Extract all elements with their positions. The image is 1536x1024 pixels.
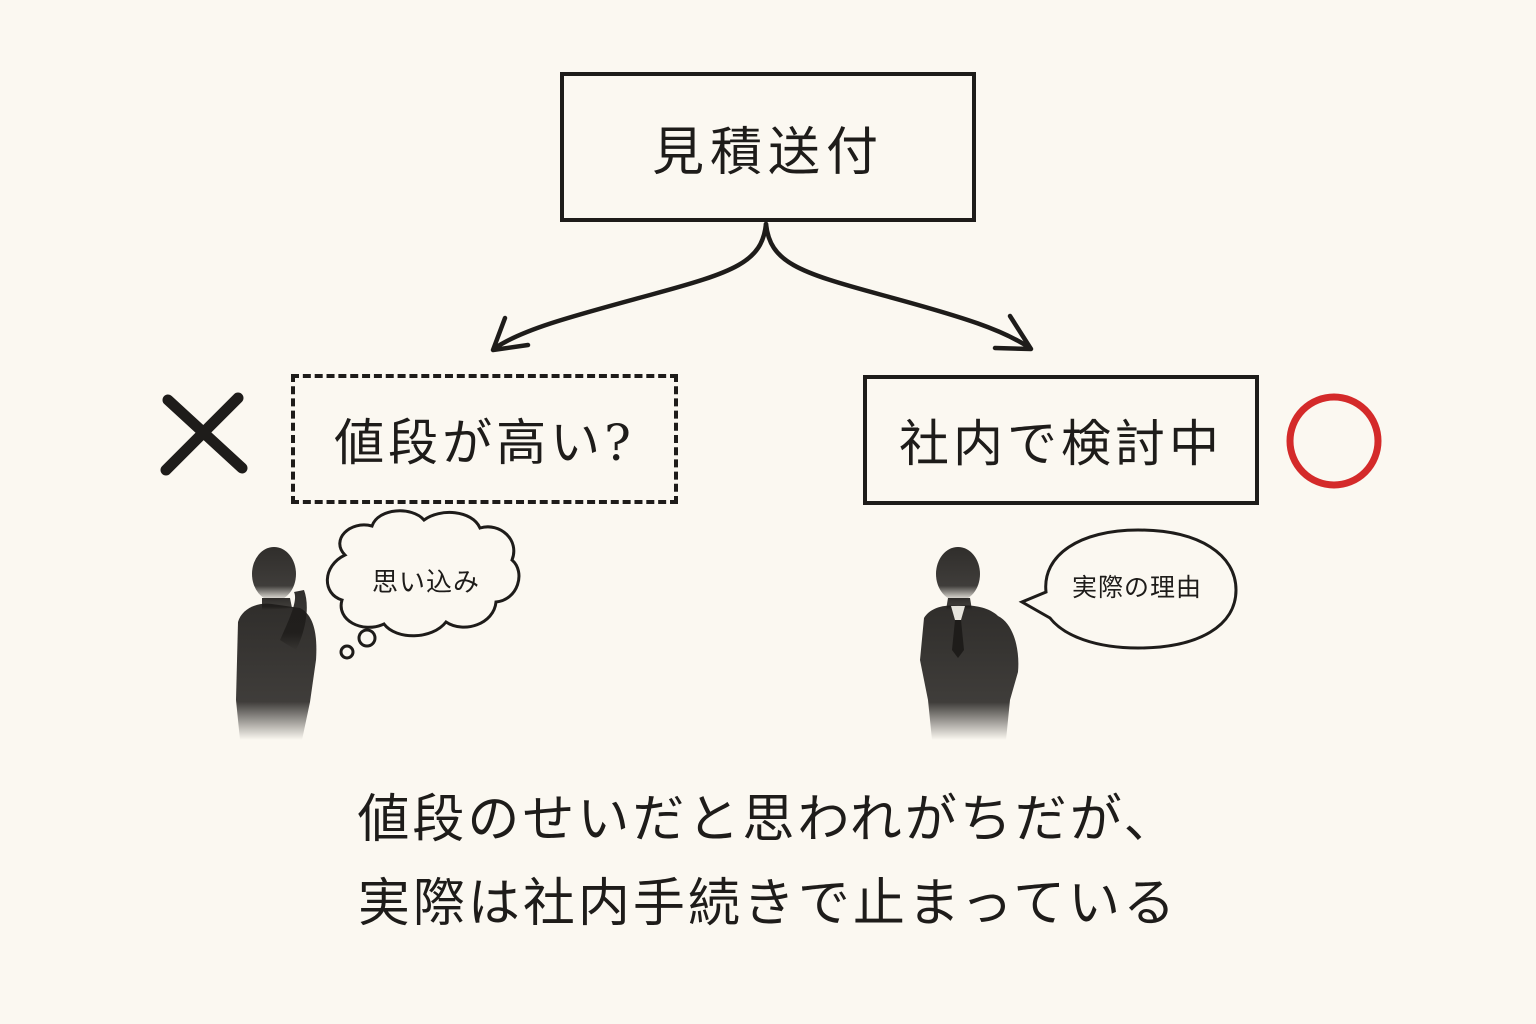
arrow-right-line (763, 221, 1033, 351)
actual-reason-box: 社内で検討中 (863, 375, 1259, 505)
arrow-left-line (492, 221, 769, 351)
confident-person-icon (920, 547, 1019, 740)
speech-bubble (1018, 528, 1238, 650)
caption-line-2: 実際は社内手続きで止まっている (357, 874, 1179, 934)
branch-arrows (490, 221, 1034, 353)
quote-sent-label: 見積送付 (651, 122, 884, 183)
thought-bubble (325, 509, 521, 660)
quote-sent-box: 見積送付 (560, 72, 976, 222)
thinking-person-icon (236, 547, 317, 740)
caption-line-1: 値段のせいだと思われがちだが、 (357, 790, 1179, 850)
assumption-label: 値段が高い? (334, 414, 635, 472)
tie-knot (952, 620, 964, 658)
x-mark-icon (160, 392, 248, 476)
actual-reason-label: 社内で検討中 (899, 415, 1223, 473)
tie-icon (951, 606, 965, 620)
arrow-left-head (490, 315, 531, 353)
assumption-box: 値段が高い? (291, 374, 678, 504)
thought-bubble-text: 思い込み (371, 568, 480, 598)
circle-mark-icon (1286, 393, 1382, 489)
caption: 値段のせいだと思われがちだが、 実際は社内手続きで止まっている (240, 778, 1296, 946)
arrow-right-head (992, 313, 1034, 352)
speech-bubble-text: 実際の理由 (1071, 573, 1202, 602)
